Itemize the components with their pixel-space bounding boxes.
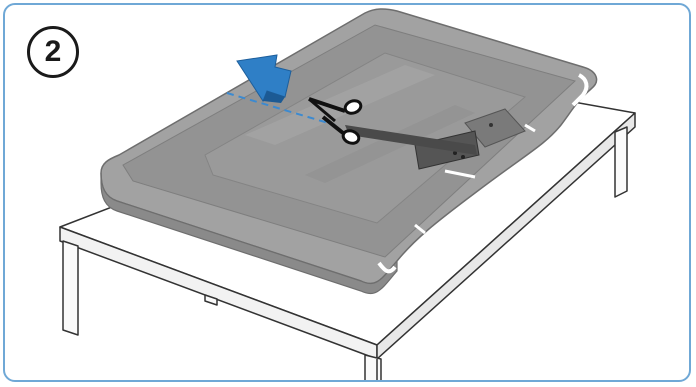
cut-line xyxy=(226,92,336,126)
step-number: 2 xyxy=(44,35,62,68)
cut-strip xyxy=(345,125,477,155)
table-leg-front-left xyxy=(62,240,79,336)
table-leg-front-center xyxy=(364,354,382,380)
tv-on-table-illustration xyxy=(59,8,636,380)
table-leg-back-right xyxy=(614,126,628,198)
table-leg-mid xyxy=(204,294,218,306)
table-right-edge xyxy=(376,112,636,360)
blue-left-arrow-icon xyxy=(236,54,292,103)
illustration-frame: 2 xyxy=(3,3,691,382)
scissors-icon xyxy=(308,97,363,145)
step-number-badge: 2 xyxy=(27,26,79,78)
